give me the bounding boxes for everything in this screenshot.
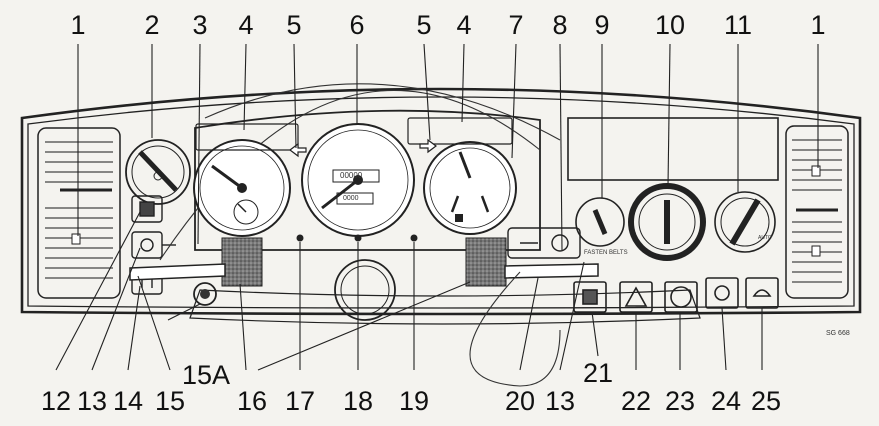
right-cluster-switch (507, 227, 581, 259)
left-air-vent (37, 127, 121, 299)
bottom-label-13b: 13 (544, 386, 576, 416)
top-label-7: 7 (508, 10, 524, 40)
right-warning-strip (407, 117, 513, 145)
lower-console-outline (189, 289, 701, 325)
dashboard-outline (20, 87, 862, 316)
trip-readout: 0000 (343, 195, 359, 202)
temperature-knob (628, 183, 706, 261)
top-label-5: 5 (286, 10, 302, 40)
label-15a: 15A (181, 360, 231, 390)
fan-knob (575, 197, 625, 247)
bottom-label-15: 15 (154, 386, 186, 416)
top-label-2: 2 (144, 10, 160, 40)
top-label-1b: 1 (810, 10, 826, 40)
cluster-hood (194, 109, 541, 251)
left-stalk (129, 263, 226, 281)
cluster-arc-2 (204, 83, 561, 141)
auto-label: AUTO (758, 235, 772, 241)
odometer-readout: 00000 (340, 171, 363, 180)
steering-column (334, 259, 396, 321)
trip-reset (354, 234, 362, 242)
distribution-knob (714, 191, 776, 253)
bottom-label-20: 20 (504, 386, 536, 416)
top-label-6: 6 (349, 10, 365, 40)
right-stalk (504, 263, 599, 279)
top-label-10: 10 (654, 10, 686, 40)
bottom-label-25: 25 (750, 386, 782, 416)
bottom-label-23: 23 (664, 386, 696, 416)
bottom-label-21: 21 (582, 358, 614, 388)
top-label-11: 11 (723, 10, 753, 40)
bottom-label-24: 24 (710, 386, 742, 416)
rheostat-knob (296, 234, 304, 242)
top-label-1: 1 (70, 10, 86, 40)
left-stalk-base (221, 237, 263, 287)
right-stalk-base (465, 237, 507, 287)
bottom-label-17: 17 (284, 386, 316, 416)
bottom-label-22: 22 (620, 386, 652, 416)
figure-code: SG 668 (826, 330, 850, 337)
dashboard-inner-outline (27, 96, 855, 309)
tachometer (193, 139, 291, 237)
top-label-4b: 4 (456, 10, 472, 40)
radio-slot (567, 117, 779, 181)
top-label-4: 4 (238, 10, 254, 40)
leader-lines (55, 43, 819, 371)
clock-adjust (410, 234, 418, 242)
speedometer (301, 123, 415, 237)
fuel-temp-gauge (423, 141, 517, 235)
indicator-arrows (289, 138, 437, 158)
bottom-label-19: 19 (398, 386, 430, 416)
bottom-label-18: 18 (342, 386, 374, 416)
left-warning-strip (195, 123, 299, 151)
top-label-5b: 5 (416, 10, 432, 40)
right-stalk-arc (469, 271, 561, 387)
bottom-label-12: 12 (40, 386, 72, 416)
seatbelt-sign: FASTEN BELTS (584, 250, 628, 256)
right-air-vent (785, 125, 849, 299)
cigarette-lighter (193, 282, 217, 306)
left-switch-buttons (131, 195, 176, 295)
bottom-label-13: 13 (76, 386, 108, 416)
top-label-8: 8 (552, 10, 568, 40)
bottom-label-16: 16 (236, 386, 268, 416)
vent-knob (125, 139, 191, 205)
top-label-3: 3 (192, 10, 208, 40)
bottom-label-14: 14 (112, 386, 144, 416)
top-label-9: 9 (594, 10, 610, 40)
